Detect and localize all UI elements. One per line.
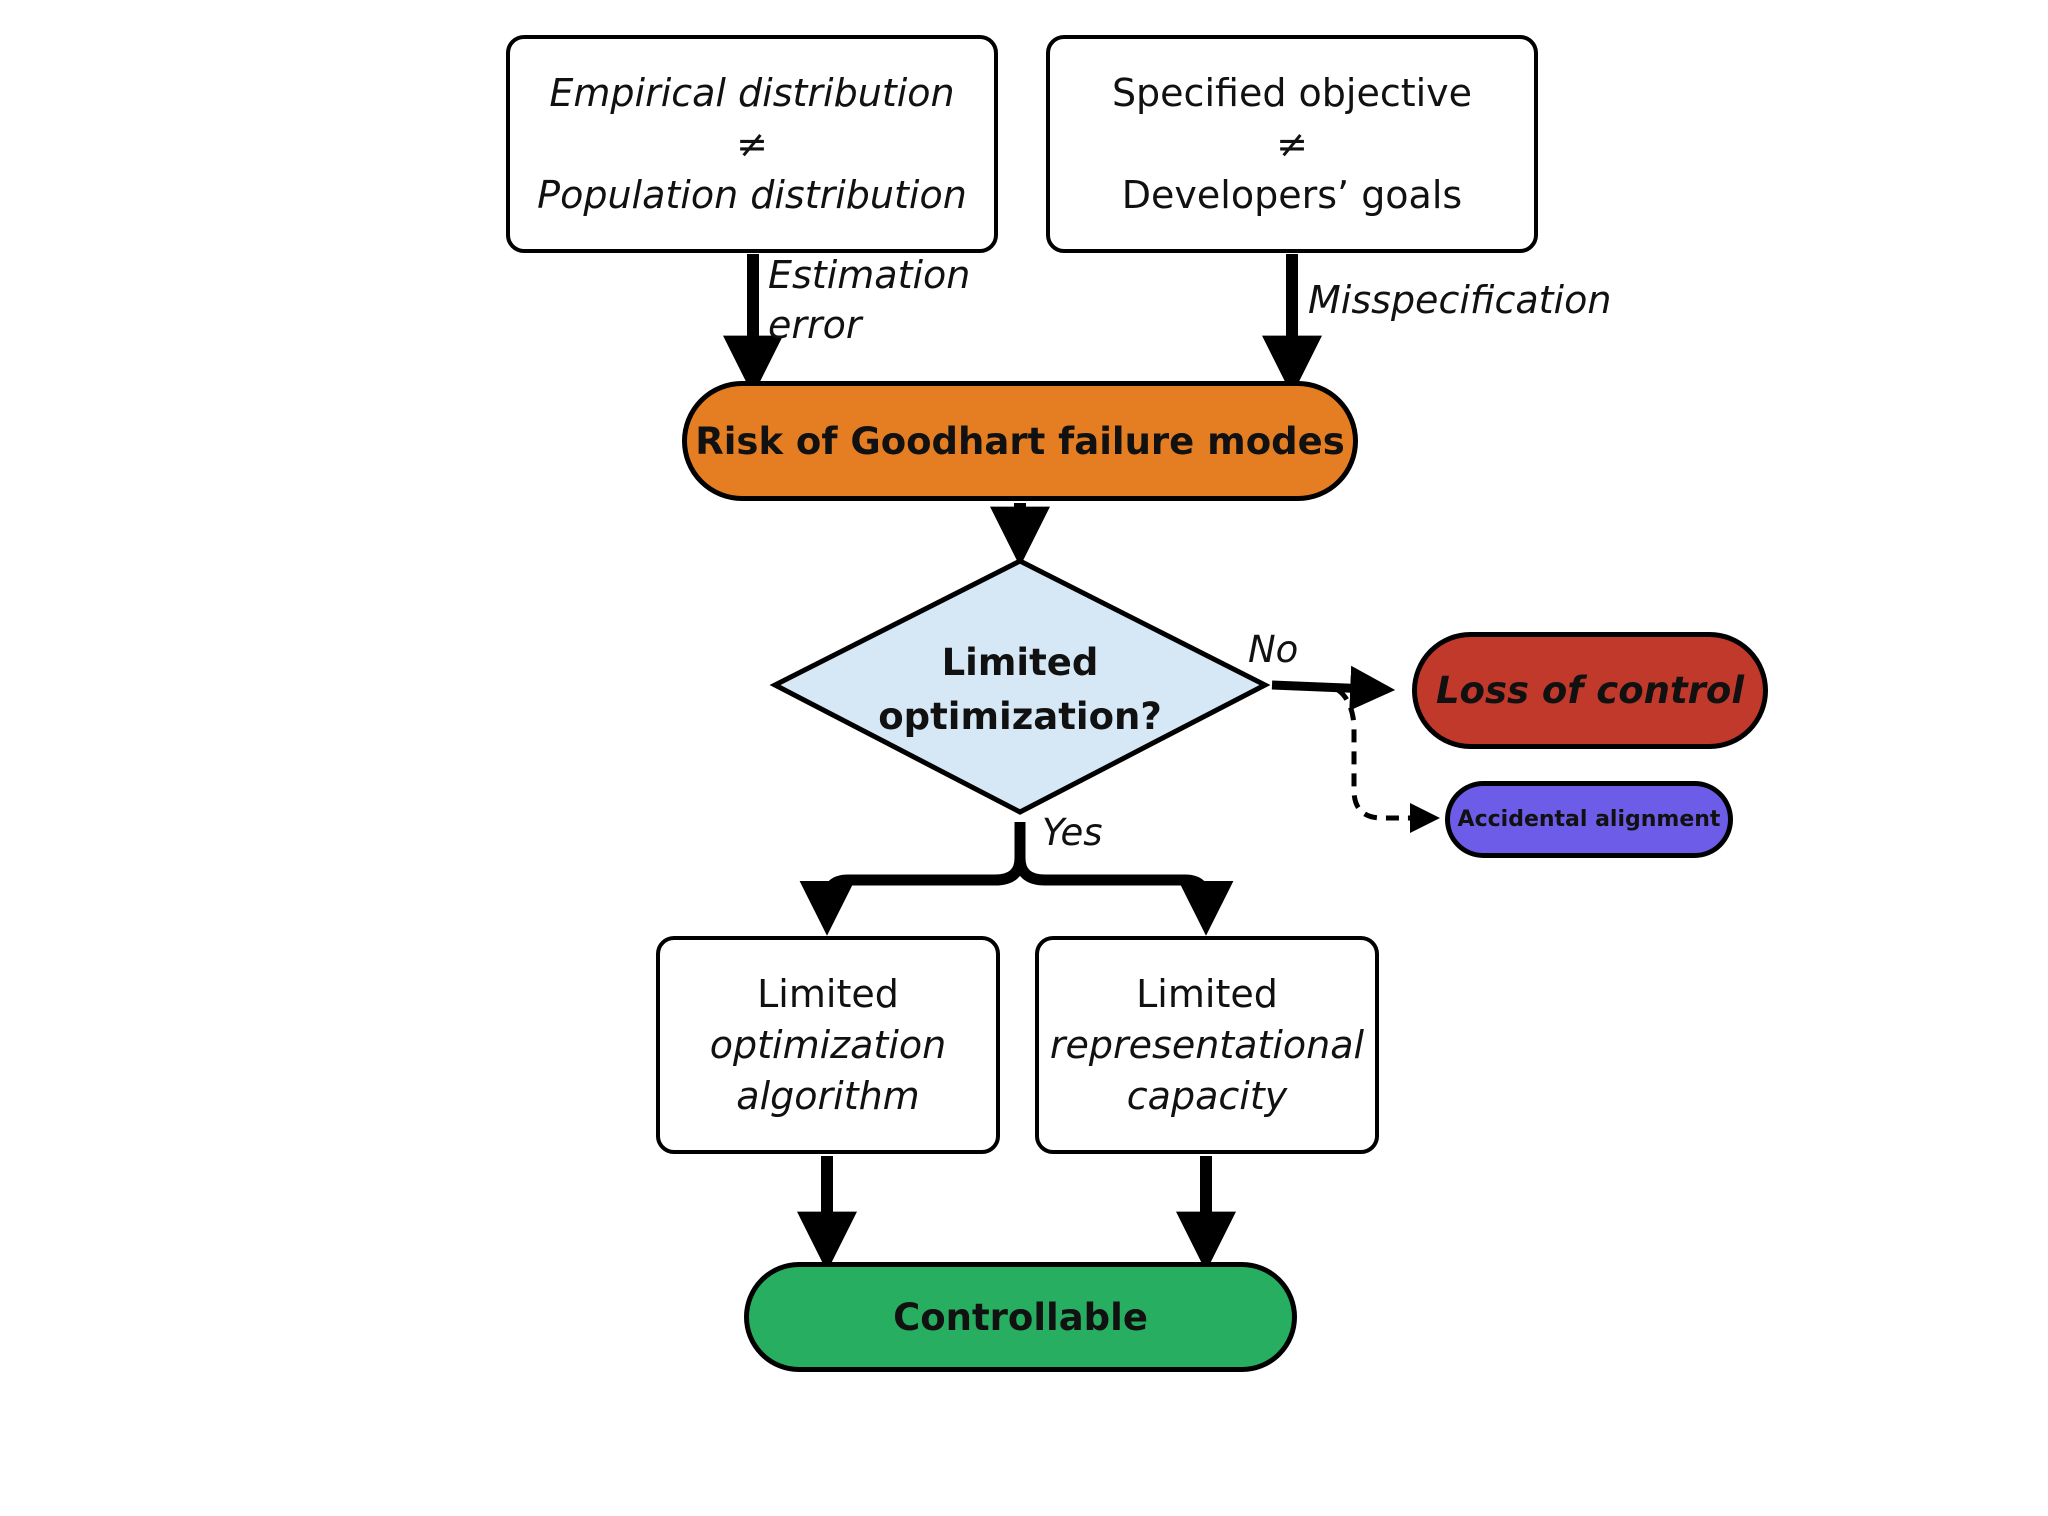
- decision-label: Limited optimization?: [820, 636, 1220, 744]
- empirical-distribution-text: Empirical distribution: [549, 70, 955, 115]
- algorithm-line3: algorithm: [736, 1073, 920, 1118]
- arrow-yes-to-representation: [1014, 822, 1234, 936]
- decision-diamond: [769, 558, 1271, 815]
- algorithm-line2: optimization: [709, 1022, 947, 1067]
- estimation-box: Empirical distribution ≠ Population dist…: [506, 35, 998, 253]
- decision-label-line1: Limited: [941, 641, 1099, 684]
- arrow-no-to-loss: [1271, 665, 1396, 711]
- controllable-label: Controllable: [893, 1295, 1148, 1339]
- not-equal-symbol: ≠: [1276, 121, 1308, 166]
- population-distribution-text: Population distribution: [537, 172, 967, 217]
- arrow-yes-to-algorithm: [799, 822, 1026, 936]
- no-label: No: [1248, 628, 1299, 671]
- risk-node-label: Risk of Goodhart failure modes: [695, 419, 1345, 463]
- arrow-dashed-to-accidental: [1336, 687, 1440, 833]
- specified-objective-text: Specified objective: [1111, 70, 1473, 115]
- loss-of-control-node: Loss of control: [1412, 632, 1768, 749]
- estimation-label-line1: Estimation: [768, 253, 971, 297]
- capacity-line2: representational: [1049, 1022, 1365, 1067]
- not-equal-symbol: ≠: [736, 121, 768, 166]
- developers-goals-text: Developers’ goals: [1121, 172, 1463, 217]
- accidental-alignment-label: Accidental alignment: [1457, 807, 1721, 832]
- accidental-alignment-node: Accidental alignment: [1445, 781, 1733, 858]
- controllable-node: Controllable: [744, 1262, 1297, 1372]
- decision-label-line2: optimization?: [878, 695, 1162, 738]
- representational-capacity-box: Limited representational capacity: [1035, 936, 1379, 1154]
- optimization-algorithm-box: Limited optimization algorithm: [656, 936, 1000, 1154]
- capacity-line3: capacity: [1126, 1073, 1288, 1118]
- algorithm-line1: Limited: [757, 971, 899, 1016]
- misspecification-label: Misspecification: [1308, 278, 1612, 322]
- loss-of-control-label: Loss of control: [1435, 669, 1745, 712]
- objective-box: Specified objective ≠ Developers’ goals: [1046, 35, 1538, 253]
- estimation-label-line2: error: [768, 303, 862, 347]
- risk-node: Risk of Goodhart failure modes: [682, 381, 1358, 501]
- yes-label: Yes: [1042, 811, 1103, 854]
- capacity-line1: Limited: [1136, 971, 1278, 1016]
- estimation-error-label: Estimation error: [768, 250, 970, 350]
